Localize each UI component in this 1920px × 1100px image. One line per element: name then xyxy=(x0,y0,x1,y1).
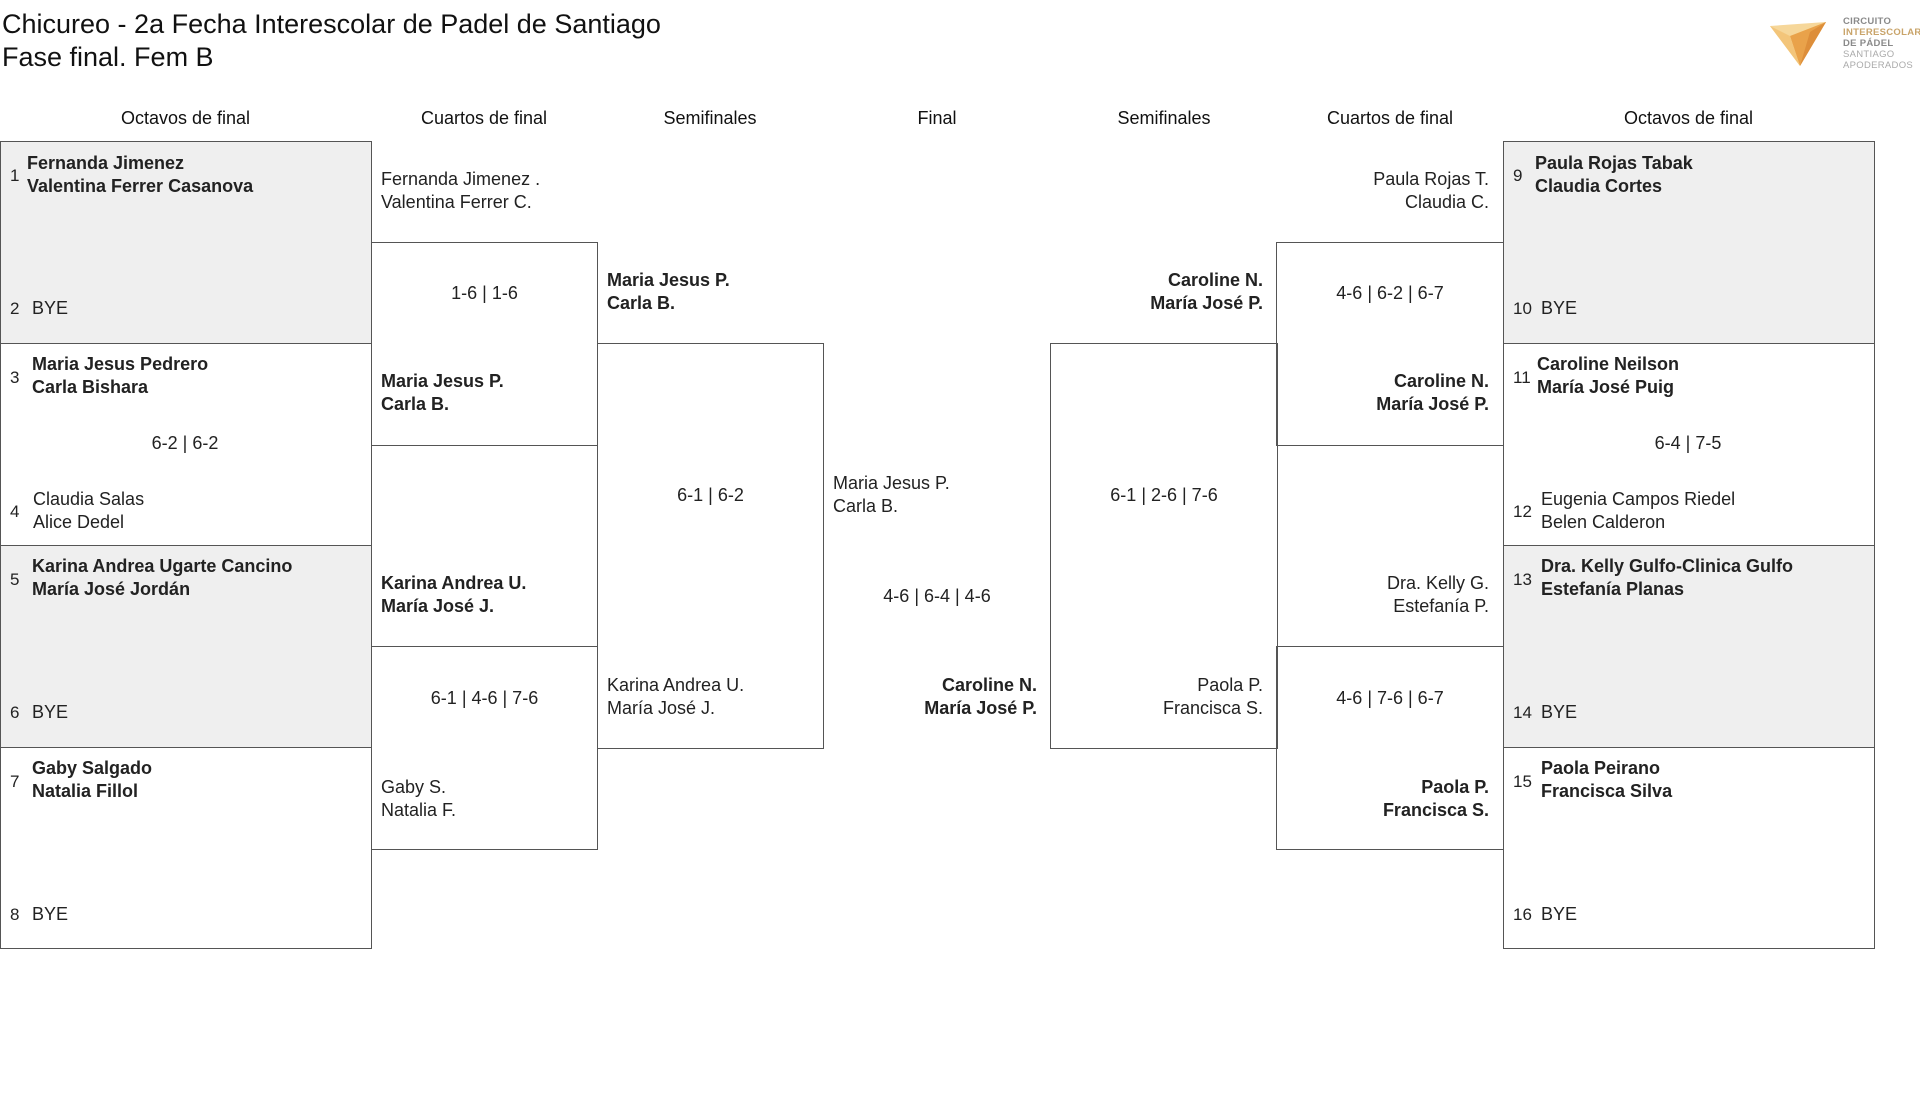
match-score: 6-4 | 7-5 xyxy=(1654,433,1722,453)
team-player: Dra. Kelly Gulfo-Clinica Gulfo xyxy=(1541,556,1794,576)
page-subtitle: Fase final. Fem B xyxy=(2,42,214,72)
bye-label: BYE xyxy=(32,298,69,318)
header-left-sf: Semifinales xyxy=(663,108,757,128)
team-player: Maria Jesus P. xyxy=(833,473,950,493)
seed-number: 2 xyxy=(10,299,20,318)
team-player: Carla B. xyxy=(833,496,899,516)
team-player: María José P. xyxy=(924,698,1037,718)
logo-text: CIRCUITO INTERESCOLAR DE PÁDEL SANTIAGO … xyxy=(1843,16,1920,71)
bye-label: BYE xyxy=(32,904,69,924)
header-left-r16: Octavos de final xyxy=(120,108,251,128)
header-final: Final xyxy=(917,108,957,128)
seed-number: 12 xyxy=(1513,502,1532,521)
bye-label: BYE xyxy=(1541,904,1578,924)
team-player: Caroline N. xyxy=(1167,270,1263,290)
team-player: Gaby Salgado xyxy=(32,758,153,778)
seed-number: 9 xyxy=(1513,166,1523,185)
team-player: Claudia Salas xyxy=(33,489,145,509)
seed-number: 4 xyxy=(10,502,20,521)
team-player: Carla B. xyxy=(607,293,676,313)
team-player: María José P. xyxy=(1376,394,1489,414)
match-score: 1-6 | 1-6 xyxy=(451,283,518,303)
team-player: Maria Jesus Pedrero xyxy=(32,354,209,374)
team-player: Karina Andrea Ugarte Cancino xyxy=(32,556,293,576)
seed-number: 8 xyxy=(10,905,20,924)
seed-number: 3 xyxy=(10,368,20,387)
team-player: Valentina Ferrer C. xyxy=(381,192,532,212)
team-player: Paola P. xyxy=(1421,777,1489,797)
team-player: Paola P. xyxy=(1197,675,1263,695)
team-player: Fernanda Jimenez xyxy=(27,153,185,173)
team-player: Caroline N. xyxy=(941,675,1037,695)
team-player: Fernanda Jimenez . xyxy=(381,169,541,189)
team-player: Natalia F. xyxy=(381,800,457,820)
header-left-qf: Cuartos de final xyxy=(420,108,548,128)
team-player: Claudia Cortes xyxy=(1535,176,1663,196)
team-player: Francisca S. xyxy=(1162,698,1263,718)
header-right-qf: Cuartos de final xyxy=(1326,108,1454,128)
team-player: María José P. xyxy=(1150,293,1263,313)
team-player: Maria Jesus P. xyxy=(381,371,504,391)
match-score: 6-1 | 4-6 | 7-6 xyxy=(430,688,539,708)
seed-number: 6 xyxy=(10,703,20,722)
team-player: María José Puig xyxy=(1537,377,1675,397)
team-player: Paola Peirano xyxy=(1541,758,1661,778)
team-player: Caroline Neilson xyxy=(1537,354,1680,374)
header-right-sf: Semifinales xyxy=(1117,108,1211,128)
team-player: Gaby S. xyxy=(381,777,447,797)
seed-number: 5 xyxy=(10,570,20,589)
page-title: Chicureo - 2a Fecha Interescolar de Pade… xyxy=(2,9,661,39)
match-box-right-r16-3 xyxy=(1503,545,1875,748)
seed-number: 15 xyxy=(1513,772,1532,791)
seed-number: 13 xyxy=(1513,570,1532,589)
match-box-right-r16-4 xyxy=(1503,747,1875,949)
match-score: 6-1 | 2-6 | 7-6 xyxy=(1110,485,1218,505)
bye-label: BYE xyxy=(1541,702,1578,722)
team-player: Maria Jesus P. xyxy=(607,270,730,290)
match-score: 4-6 | 7-6 | 6-7 xyxy=(1336,688,1444,708)
bye-label: BYE xyxy=(32,702,69,722)
team-player: Eugenia Campos Riedel xyxy=(1541,489,1736,509)
match-box-right-r16-1 xyxy=(1503,141,1875,344)
team-player: Francisca S. xyxy=(1382,800,1489,820)
seed-number: 1 xyxy=(10,166,20,185)
team-player: Claudia C. xyxy=(1404,192,1489,212)
team-player: Natalia Fillol xyxy=(32,781,139,801)
team-player: María José J. xyxy=(607,698,716,718)
team-player: Dra. Kelly G. xyxy=(1386,573,1489,593)
team-player: Alice Dedel xyxy=(33,512,125,532)
header-right-r16: Octavos de final xyxy=(1623,108,1754,128)
match-box-left-sf xyxy=(597,343,824,749)
bye-label: BYE xyxy=(1541,298,1578,318)
match-score: 6-1 | 6-2 xyxy=(677,485,744,505)
team-player: Karina Andrea U. xyxy=(381,573,527,593)
match-score: 4-6 | 6-2 | 6-7 xyxy=(1336,283,1444,303)
final-score: 4-6 | 6-4 | 4-6 xyxy=(883,586,991,606)
seed-number: 11 xyxy=(1513,368,1531,387)
team-player: Paula Rojas T. xyxy=(1373,169,1489,189)
match-box-right-sf xyxy=(1050,343,1278,749)
team-player: Carla B. xyxy=(381,394,450,414)
match-box-left-r16-1 xyxy=(0,141,372,344)
team-player: Francisca Silva xyxy=(1541,781,1673,801)
seed-number: 16 xyxy=(1513,905,1532,924)
team-player: Estefanía P. xyxy=(1393,596,1489,616)
match-score: 6-2 | 6-2 xyxy=(151,433,219,453)
seed-number: 10 xyxy=(1513,299,1532,318)
team-player: María José Jordán xyxy=(32,579,191,599)
team-player: Belen Calderon xyxy=(1541,512,1666,532)
team-player: Estefanía Planas xyxy=(1541,579,1685,599)
team-player: Valentina Ferrer Casanova xyxy=(27,176,254,196)
team-player: Carla Bishara xyxy=(32,377,149,397)
team-player: Karina Andrea U. xyxy=(607,675,745,695)
circuit-logo-icon xyxy=(1770,22,1826,66)
team-player: María José J. xyxy=(381,596,495,616)
seed-number: 7 xyxy=(10,772,20,791)
team-player: Caroline N. xyxy=(1393,371,1489,391)
team-player: Paula Rojas Tabak xyxy=(1535,153,1693,173)
seed-number: 14 xyxy=(1513,703,1532,722)
